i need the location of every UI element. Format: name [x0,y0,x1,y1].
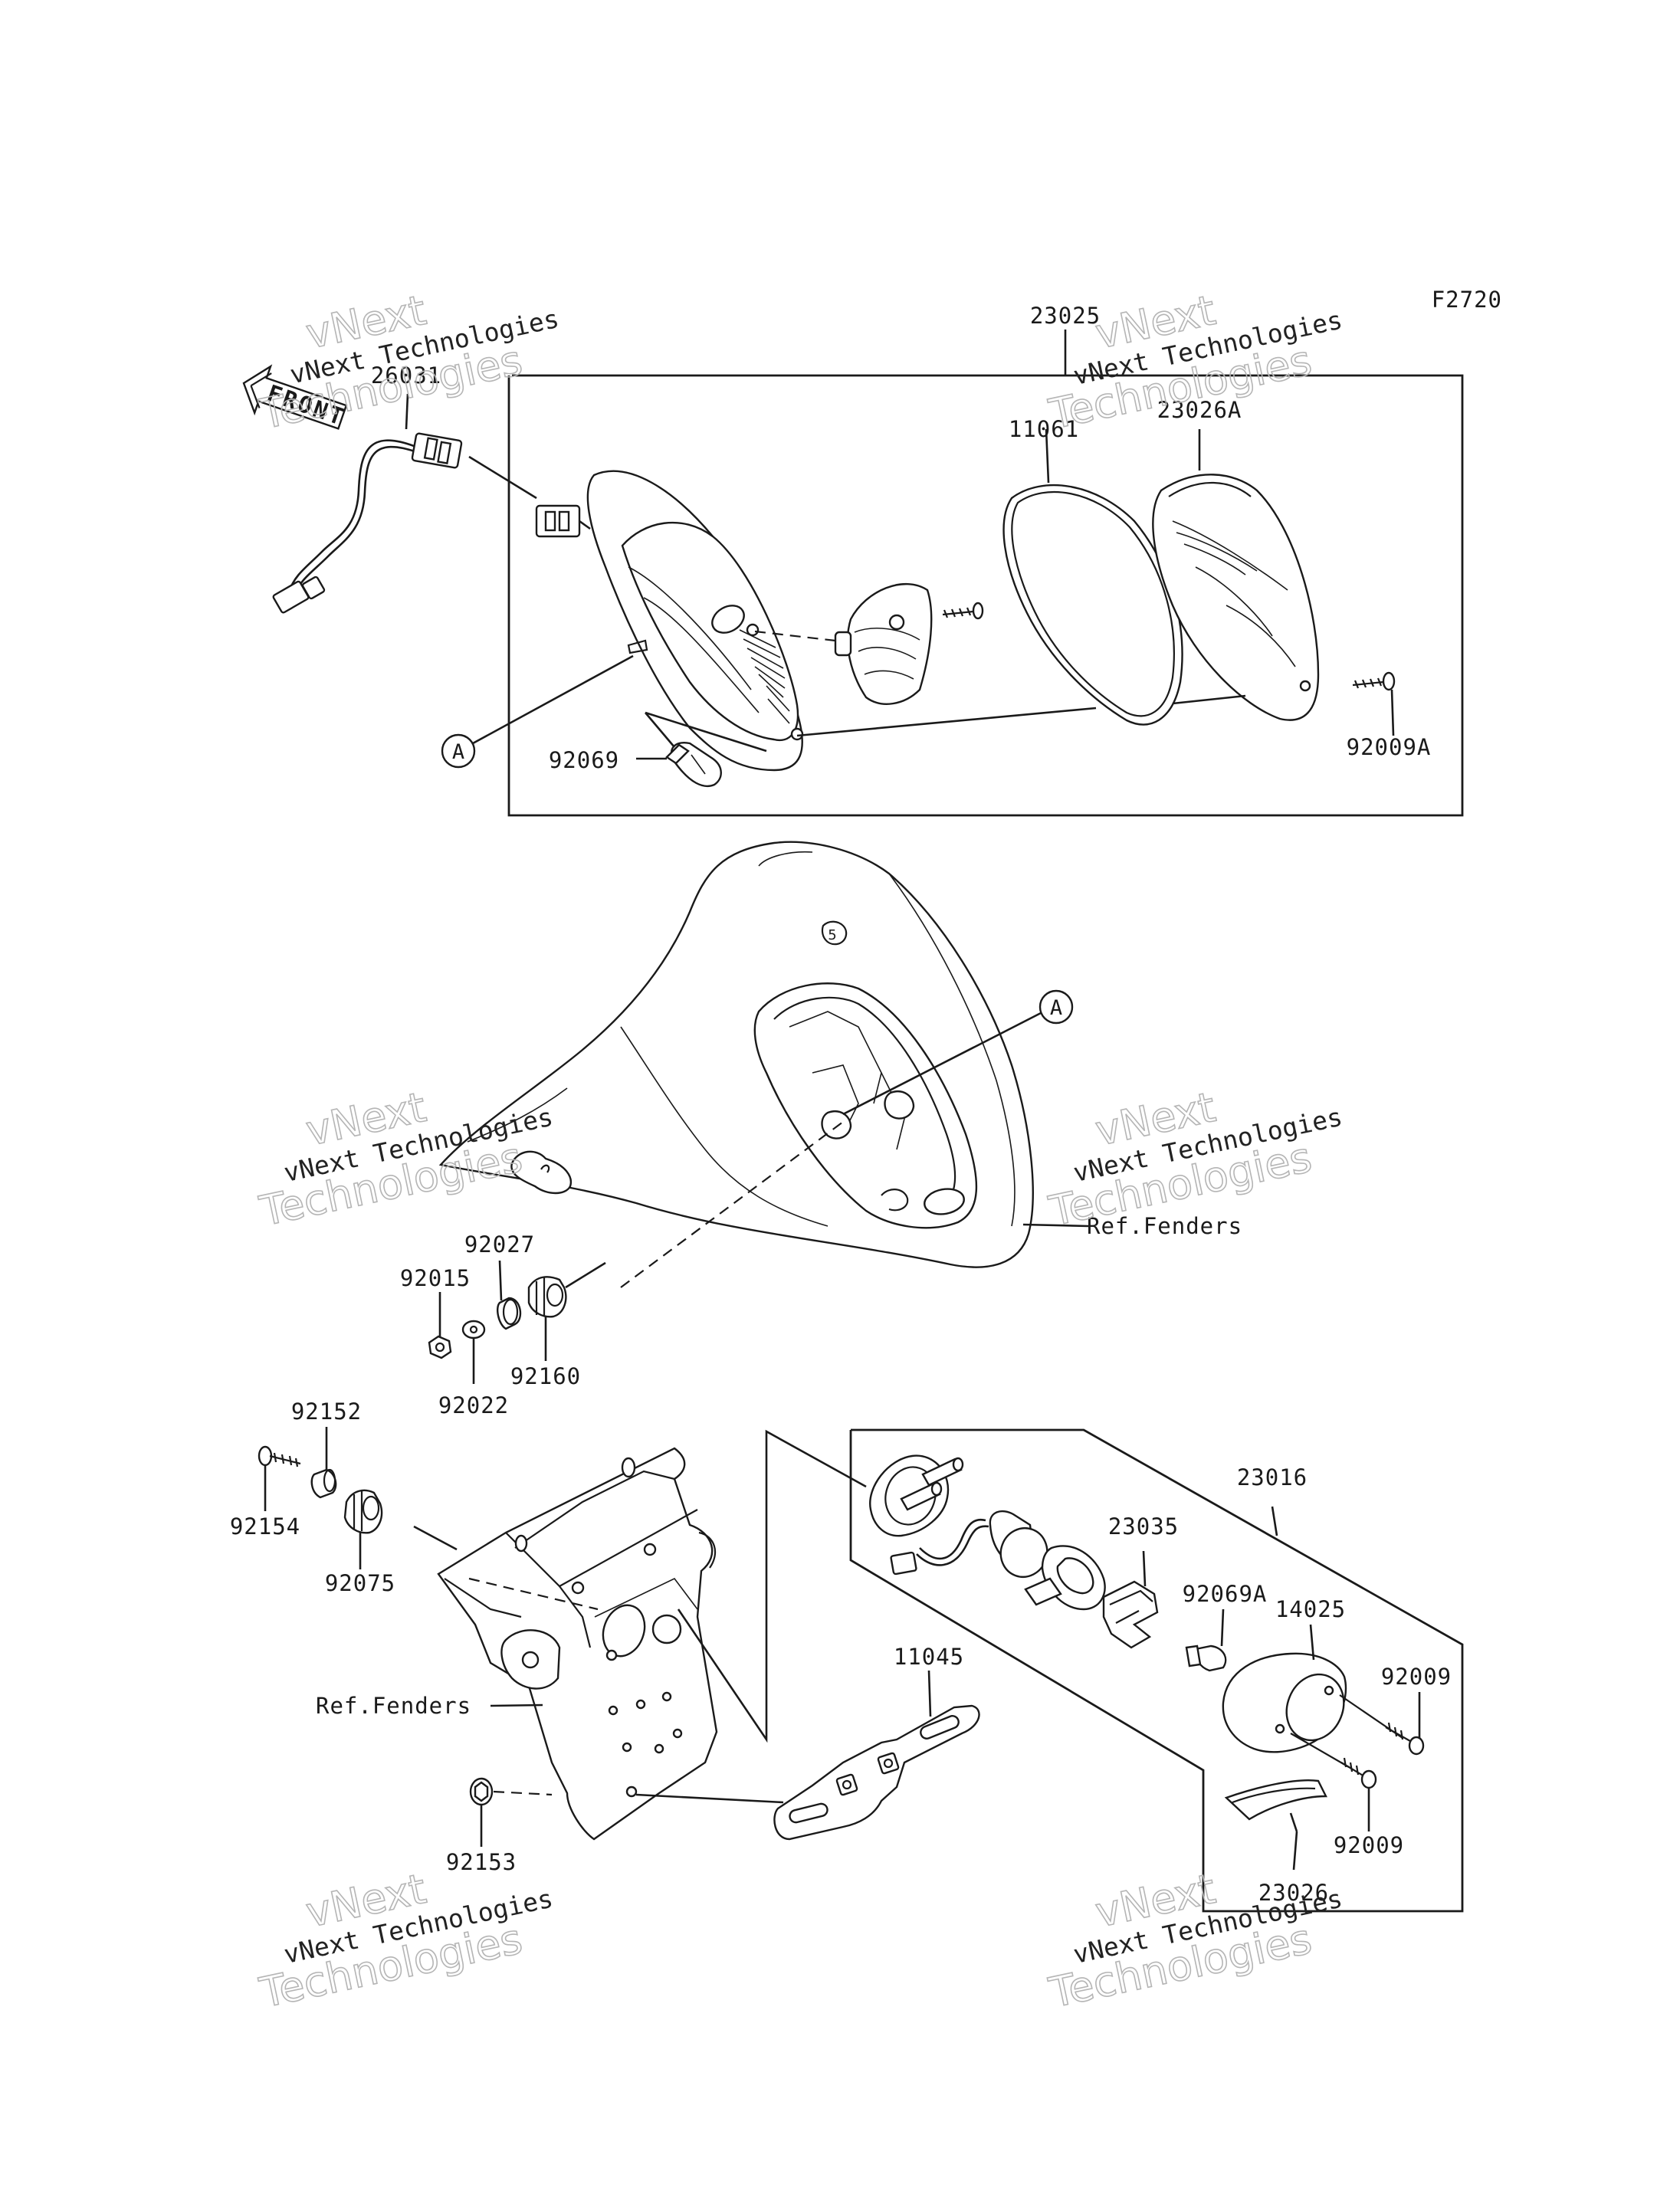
label-23026: 23026 [1258,1880,1329,1906]
nut-92153 [469,1777,553,1847]
mount-hardware-middle [428,1260,606,1384]
screw-92009-bottom [1290,1733,1377,1831]
label-11045: 11045 [894,1644,964,1670]
reflector-hatching [739,629,790,724]
bulb-holder-23035 [1102,1550,1159,1649]
lens-23026 [1224,1779,1327,1871]
label-92152: 92152 [291,1399,362,1425]
label-23025: 23025 [1030,303,1101,329]
wiring-harness-26031 [272,393,591,614]
label-92009-bottom: 92009 [1334,1832,1404,1858]
plate-bracket-11045 [635,1670,980,1841]
label-23026A: 23026A [1157,397,1242,423]
label-92069A: 92069A [1183,1581,1268,1607]
screw-socket [942,602,984,620]
svg-text:5: 5 [828,927,836,943]
figure-code: F2720 [1432,287,1502,313]
license-light-box [849,1428,1464,1913]
label-23016: 23016 [1237,1464,1308,1490]
tail-light-assembly-box [507,330,1464,817]
label-92075: 92075 [325,1570,395,1596]
label-92022: 92022 [438,1392,509,1418]
gasket-11061 [1002,428,1183,726]
label-92009-top: 92009 [1381,1664,1452,1690]
label-92069: 92069 [549,747,619,773]
ref-callout-a-top-letter: A [452,740,464,764]
tail-light-housing [586,470,804,772]
watermark-6: vNext Technologies vNext Technologies [1044,1864,1344,2018]
label-ref-fenders-top: Ref.Fenders [1087,1213,1242,1239]
screw-92009-top [1339,1692,1425,1756]
bulb-92069A [1185,1608,1227,1672]
watermark-1: vNext Technologies vNext Technologies [254,285,561,439]
lens-23026A [1152,429,1320,721]
label-14025: 14025 [1275,1596,1346,1622]
license-lamp-socket [989,1510,1106,1611]
label-23035: 23035 [1108,1513,1179,1540]
label-26031: 26031 [371,362,441,389]
label-92015: 92015 [400,1265,471,1291]
mount-hardware-lower [258,1427,383,1569]
label-92153: 92153 [446,1849,517,1875]
license-lamp-base [869,1454,989,1576]
lens-housing-14025 [1222,1624,1347,1753]
ref-callout-a-top: A [441,654,634,769]
rear-fender: 5 [438,841,1089,1288]
label-ref-fenders-bottom: Ref.Fenders [316,1693,471,1719]
watermark-3: vNext Technologies vNext Technologies [254,1082,555,1236]
ref-callout-a-middle: A [842,989,1074,1116]
watermark-4: vNext Technologies vNext Technologies [1044,1082,1344,1236]
bulb-socket [754,582,933,705]
label-92027: 92027 [464,1231,535,1258]
label-92009A: 92009A [1347,734,1432,760]
label-92160: 92160 [510,1363,581,1389]
screw-92009A [1352,671,1396,736]
license-bracket [413,1429,867,1841]
ref-callout-a-middle-letter: A [1050,996,1062,1020]
label-11061: 11061 [1009,416,1079,442]
label-92154: 92154 [230,1513,300,1540]
bulb-92069 [636,711,767,788]
